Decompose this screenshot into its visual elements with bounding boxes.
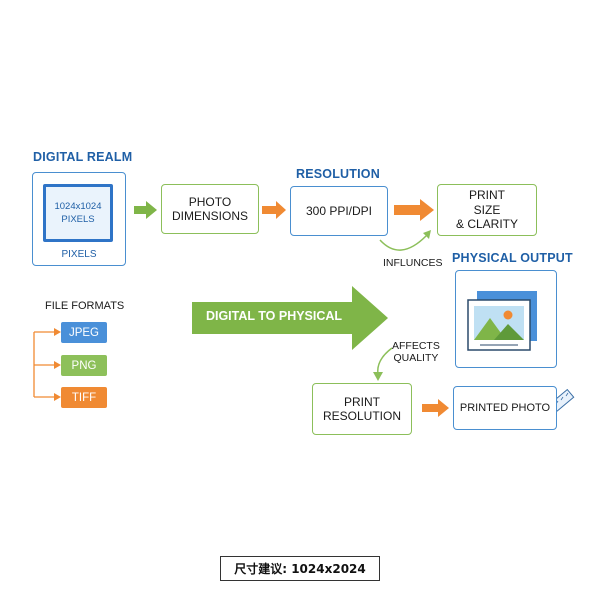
file-formats-heading: FILE FORMATS bbox=[45, 300, 125, 312]
size-suggestion-caption: 尺寸建议: 1024x2024 bbox=[220, 556, 380, 581]
format-tiff-badge: TIFF bbox=[61, 387, 107, 408]
affects-quality-curve-arrow bbox=[373, 347, 393, 381]
digital-to-physical-label: DIGITAL TO PHYSICAL bbox=[205, 309, 343, 323]
arrow-pixels-to-dimensions bbox=[134, 201, 157, 219]
ppi-box: 300 PPI/DPI bbox=[290, 186, 388, 236]
pixels-frame-label: PIXELS bbox=[52, 249, 106, 260]
file-format-bracket bbox=[33, 331, 54, 398]
arrow-resolution-to-printed-photo bbox=[422, 399, 449, 417]
affects-quality-label: AFFECTS QUALITY bbox=[392, 340, 440, 365]
format-png-badge: PNG bbox=[61, 355, 107, 376]
influences-curve-arrow bbox=[379, 230, 431, 251]
printed-photo-box: PRINTED PHOTO bbox=[453, 386, 557, 430]
arrow-dimensions-to-ppi bbox=[262, 201, 286, 219]
digital-realm-heading: DIGITAL REALM bbox=[33, 150, 133, 164]
photo-frame-icon bbox=[467, 291, 537, 351]
print-resolution-box: PRINT RESOLUTION bbox=[312, 383, 412, 435]
format-jpeg-badge: JPEG bbox=[61, 322, 107, 343]
photo-dimensions-box: PHOTO DIMENSIONS bbox=[161, 184, 259, 234]
influences-label: INFLUNCES bbox=[383, 257, 443, 269]
arrow-ppi-to-print-size bbox=[394, 199, 434, 221]
resolution-heading: RESOLUTION bbox=[296, 167, 380, 181]
pixel-unit: PIXELS bbox=[61, 214, 95, 225]
physical-output-frame bbox=[455, 270, 557, 368]
physical-output-heading: PHYSICAL OUTPUT bbox=[452, 251, 573, 265]
pixel-grid-icon: 1024x1024 PIXELS bbox=[43, 184, 113, 242]
print-size-clarity-box: PRINT SIZE & CLARITY bbox=[437, 184, 537, 236]
pixel-value: 1024x1024 bbox=[54, 201, 102, 212]
big-arrow-shape bbox=[192, 286, 388, 350]
